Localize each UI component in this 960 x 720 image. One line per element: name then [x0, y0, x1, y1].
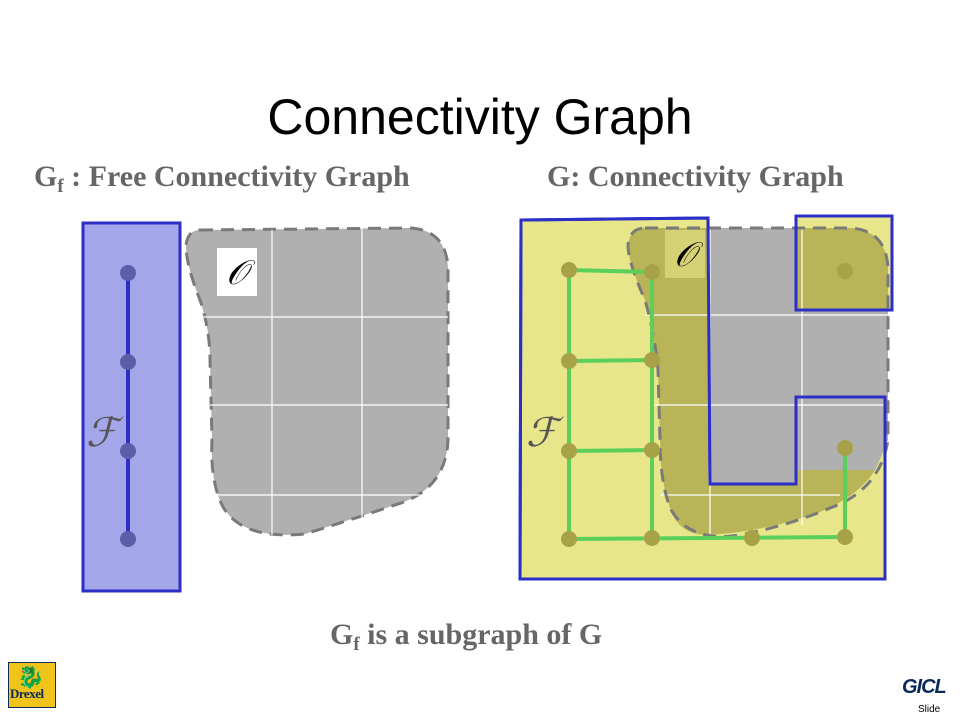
obstacle-shape-left — [184, 226, 450, 537]
graph-edges-right — [567, 268, 847, 541]
graph-node-right-9 — [744, 530, 760, 546]
left-heading-subscript: f — [57, 176, 64, 197]
caption-rest: is a subgraph of G — [359, 618, 603, 651]
graph-node-right-11 — [837, 440, 853, 456]
graph-node-right-6 — [644, 442, 660, 458]
obstacle-gray-cell-right — [796, 310, 888, 397]
free-space-cell-boundary-right — [794, 214, 894, 312]
free-space-region-left — [81, 221, 182, 593]
right-heading: G: Connectivity Graph — [547, 160, 844, 193]
graph-node-right-2 — [644, 264, 660, 280]
obstacle-gray-part-right — [710, 228, 888, 484]
left-heading-main: G — [34, 160, 58, 193]
drexel-logo-text: Drexel — [10, 686, 44, 701]
graph-node-left-3 — [120, 443, 136, 459]
graph-node-right-1 — [561, 262, 577, 278]
obstacle-overlap-region-right — [628, 228, 875, 535]
caption-main: G — [330, 618, 354, 651]
graph-node-right-5 — [561, 443, 577, 459]
bottom-caption: Gf is a subgraph of G — [330, 618, 602, 656]
obstacle-label-box-left — [217, 248, 257, 296]
graph-node-right-12 — [837, 263, 853, 279]
graph-node-left-1 — [120, 265, 136, 281]
graph-node-left-4 — [120, 531, 136, 547]
graph-node-right-3 — [561, 353, 577, 369]
slide-title: Connectivity Graph — [267, 89, 693, 145]
graph-node-right-7 — [561, 531, 577, 547]
obstacle-grid-left — [200, 228, 448, 535]
gicl-logo-text: GICL — [902, 676, 947, 698]
left-heading-rest: : Free Connectivity Graph — [63, 160, 410, 193]
graph-node-right-10 — [837, 529, 853, 545]
left-heading: Gf : Free Connectivity Graph — [34, 160, 410, 198]
drexel-logo: 🐉 Drexel — [8, 662, 56, 708]
caption-subscript: f — [353, 634, 360, 655]
obstacle-label-box-right — [665, 230, 705, 278]
graph-node-left-2 — [120, 354, 136, 370]
free-space-boundary-right — [518, 216, 887, 581]
graph-node-right-4 — [644, 352, 660, 368]
slide-label: Slide — [918, 704, 941, 715]
graph-node-right-8 — [644, 530, 660, 546]
gicl-logo: GICL — [902, 676, 947, 699]
dragon-icon: 🐉 — [17, 664, 45, 689]
